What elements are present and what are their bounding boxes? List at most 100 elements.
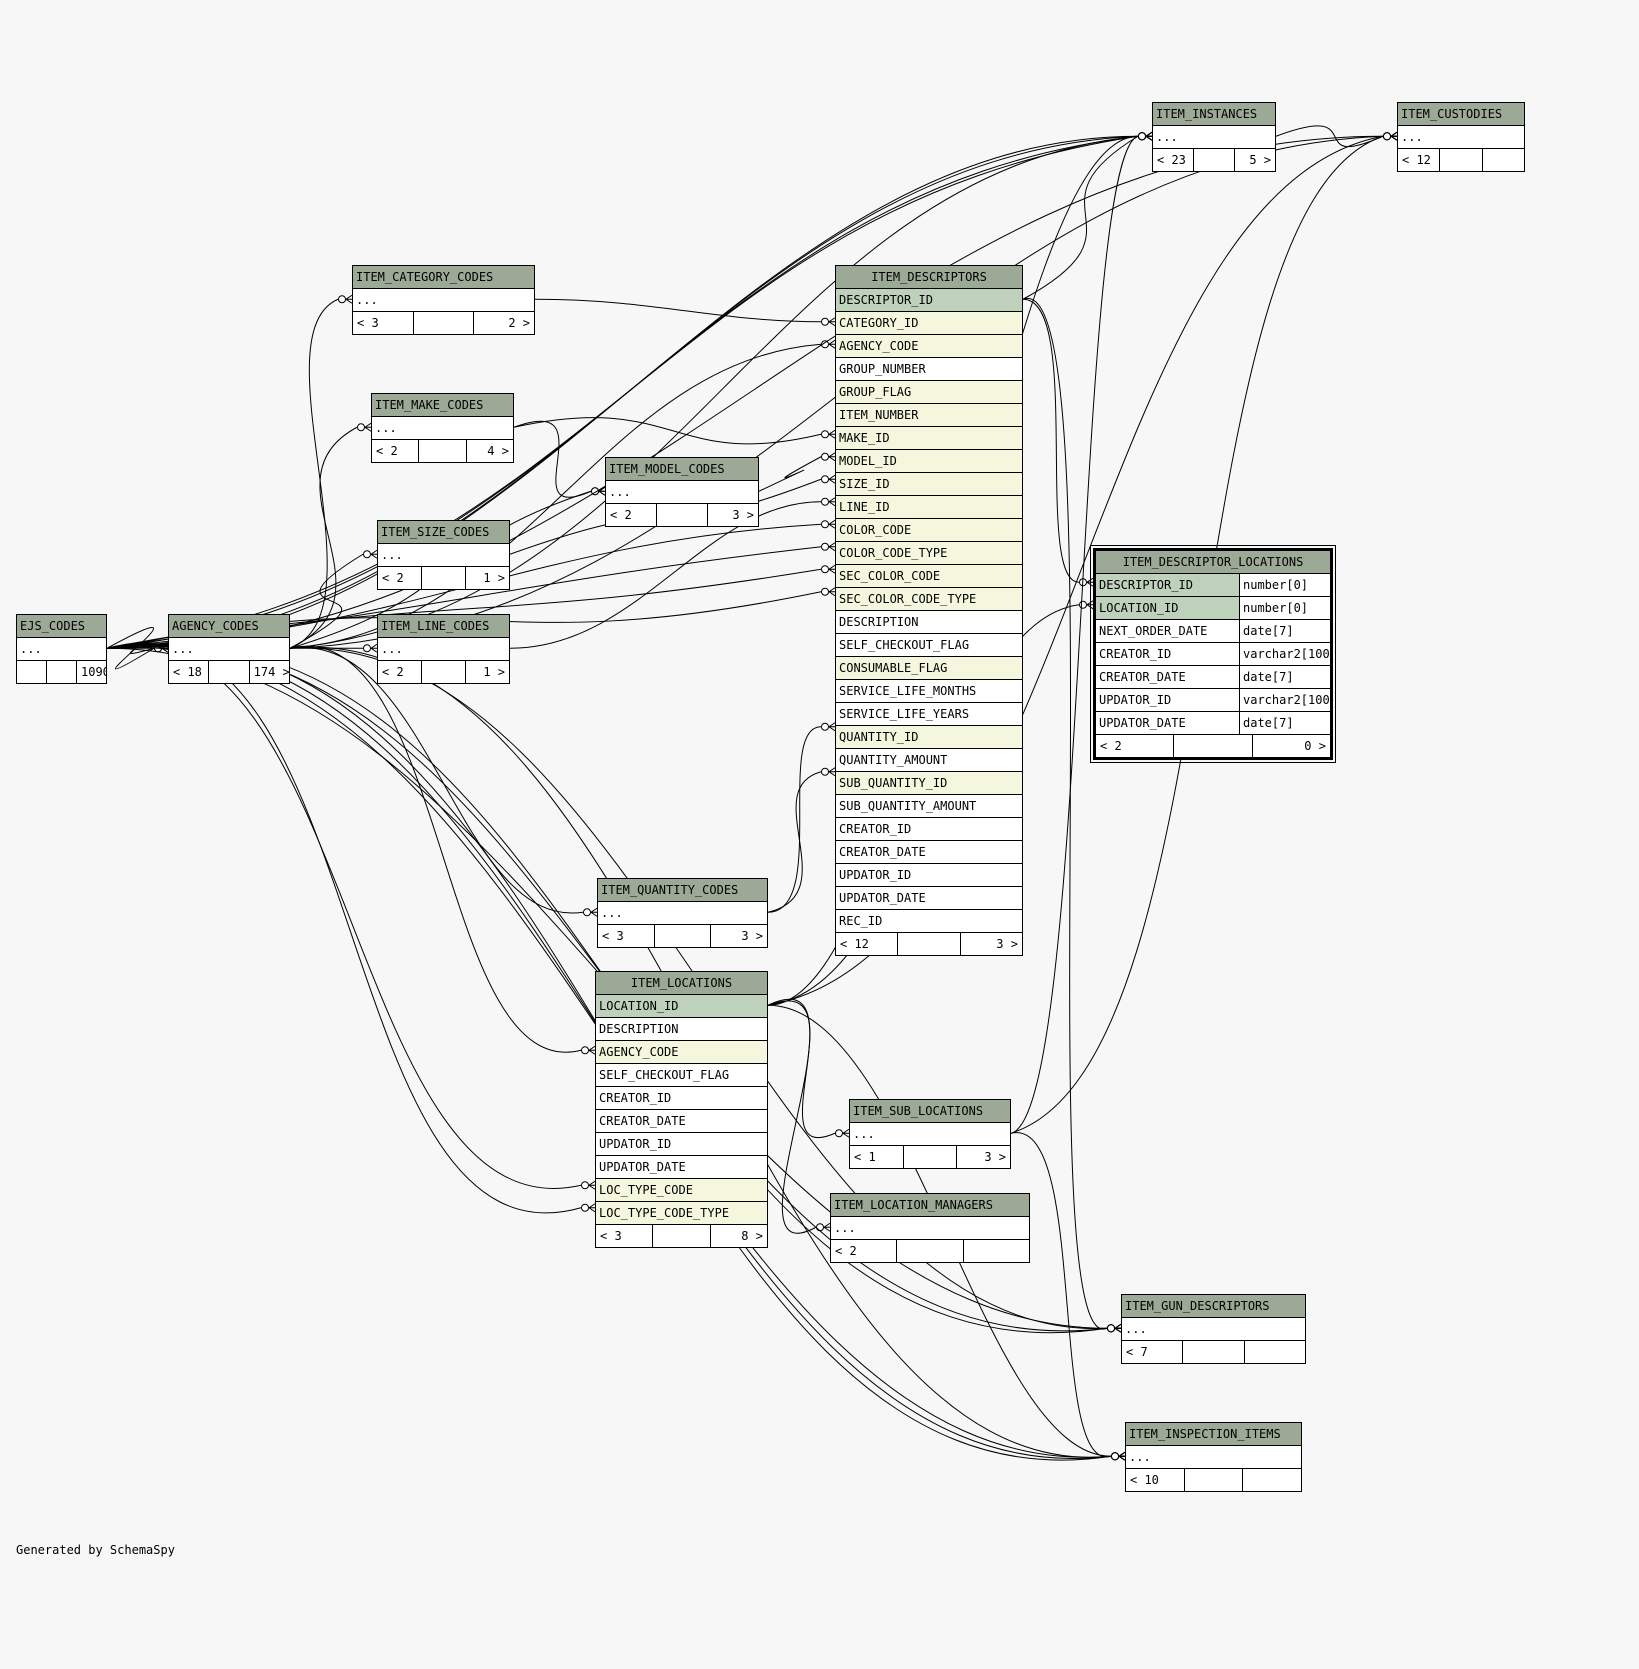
- parents-count-link[interactable]: < 3: [353, 312, 414, 334]
- table-item-quantity-codes[interactable]: ITEM_QUANTITY_CODES...< 3 3 >: [597, 878, 768, 948]
- column-row[interactable]: SUB_QUANTITY_ID: [836, 772, 1022, 795]
- table-title[interactable]: AGENCY_CODES: [169, 615, 289, 638]
- column-row[interactable]: SERVICE_LIFE_MONTHS: [836, 680, 1022, 703]
- column-row[interactable]: UPDATOR_ID: [596, 1133, 767, 1156]
- table-item-location-managers[interactable]: ITEM_LOCATION_MANAGERS...< 2: [830, 1193, 1030, 1263]
- column-row[interactable]: GROUP_FLAG: [836, 381, 1022, 404]
- children-count-link[interactable]: 1 >: [483, 665, 505, 679]
- parents-count-link[interactable]: < 2: [372, 440, 420, 462]
- collapsed-columns[interactable]: ...: [353, 289, 534, 312]
- children-count-link[interactable]: 2 >: [508, 316, 531, 330]
- children-count-link[interactable]: [1243, 1469, 1301, 1491]
- table-item-size-codes[interactable]: ITEM_SIZE_CODES...< 2 1 >: [377, 520, 510, 590]
- table-title[interactable]: ITEM_DESCRIPTORS: [836, 266, 1022, 289]
- column-row[interactable]: GROUP_NUMBER: [836, 358, 1022, 381]
- column-row[interactable]: SERVICE_LIFE_YEARS: [836, 703, 1022, 726]
- parents-count-link[interactable]: < 18: [169, 661, 210, 683]
- table-title[interactable]: ITEM_CUSTODIES: [1398, 103, 1524, 126]
- column-row[interactable]: CREATOR_ID: [596, 1087, 767, 1110]
- collapsed-columns[interactable]: ...: [169, 638, 289, 661]
- children-count-link[interactable]: 0 >: [1304, 739, 1326, 753]
- column-row[interactable]: LINE_ID: [836, 496, 1022, 519]
- column-row[interactable]: SIZE_ID: [836, 473, 1022, 496]
- parents-count-link[interactable]: < 12: [836, 933, 899, 955]
- parents-count-link[interactable]: < 2: [378, 567, 422, 589]
- column-row[interactable]: AGENCY_CODE: [836, 335, 1022, 358]
- children-count-link[interactable]: 3 >: [732, 508, 754, 522]
- table-agency-codes[interactable]: AGENCY_CODES...< 18 174 >: [168, 614, 290, 684]
- parents-count-link[interactable]: < 23: [1153, 149, 1194, 171]
- table-title[interactable]: ITEM_MODEL_CODES: [606, 458, 758, 481]
- parents-count-link[interactable]: < 3: [598, 925, 655, 947]
- column-row[interactable]: CATEGORY_ID: [836, 312, 1022, 335]
- table-item-line-codes[interactable]: ITEM_LINE_CODES...< 2 1 >: [377, 614, 510, 684]
- parents-count-link[interactable]: < 7: [1122, 1341, 1184, 1363]
- collapsed-columns[interactable]: ...: [1122, 1318, 1305, 1341]
- children-count-link[interactable]: 1 >: [483, 571, 505, 585]
- column-row[interactable]: LOCATION_ID: [596, 995, 767, 1018]
- table-title[interactable]: EJS_CODES: [17, 615, 106, 638]
- collapsed-columns[interactable]: ...: [598, 902, 767, 925]
- collapsed-columns[interactable]: ...: [1398, 126, 1524, 149]
- table-ejs-codes[interactable]: EJS_CODES... 1090 >: [16, 614, 107, 684]
- column-row[interactable]: SEC_COLOR_CODE: [836, 565, 1022, 588]
- parents-count-link[interactable]: < 2: [378, 661, 422, 683]
- column-row[interactable]: ITEM_NUMBER: [836, 404, 1022, 427]
- table-title[interactable]: ITEM_LOCATION_MANAGERS: [831, 1194, 1029, 1217]
- column-row[interactable]: SEC_COLOR_CODE_TYPE: [836, 588, 1022, 611]
- collapsed-columns[interactable]: ...: [378, 544, 509, 567]
- children-count-link[interactable]: 5 >: [1249, 153, 1271, 167]
- parents-count-link[interactable]: < 2: [1096, 735, 1175, 757]
- column-row[interactable]: CREATOR_ID: [836, 818, 1022, 841]
- column-row[interactable]: DESCRIPTION: [596, 1018, 767, 1041]
- collapsed-columns[interactable]: ...: [1153, 126, 1275, 149]
- column-row[interactable]: UPDATOR_DATE: [836, 887, 1022, 910]
- column-row[interactable]: DESCRIPTION: [836, 611, 1022, 634]
- table-title[interactable]: ITEM_INSTANCES: [1153, 103, 1275, 126]
- table-item-gun-descriptors[interactable]: ITEM_GUN_DESCRIPTORS...< 7: [1121, 1294, 1306, 1364]
- table-title[interactable]: ITEM_DESCRIPTOR_LOCATIONS: [1096, 551, 1330, 574]
- collapsed-columns[interactable]: ...: [831, 1217, 1029, 1240]
- table-title[interactable]: ITEM_LINE_CODES: [378, 615, 509, 638]
- children-count-link[interactable]: 1090 >: [81, 665, 106, 679]
- table-title[interactable]: ITEM_MAKE_CODES: [372, 394, 513, 417]
- table-title[interactable]: ITEM_LOCATIONS: [596, 972, 767, 995]
- collapsed-columns[interactable]: ...: [606, 481, 758, 504]
- collapsed-columns[interactable]: ...: [378, 638, 509, 661]
- parents-count-link[interactable]: < 10: [1126, 1469, 1185, 1491]
- parents-count-link[interactable]: < 1: [850, 1146, 904, 1168]
- column-row[interactable]: CONSUMABLE_FLAG: [836, 657, 1022, 680]
- column-row[interactable]: MODEL_ID: [836, 450, 1022, 473]
- column-row[interactable]: AGENCY_CODE: [596, 1041, 767, 1064]
- collapsed-columns[interactable]: ...: [372, 417, 513, 440]
- column-row[interactable]: CREATOR_DATE: [836, 841, 1022, 864]
- parents-count-link[interactable]: < 3: [596, 1225, 654, 1247]
- column-row[interactable]: UPDATOR_DATE: [596, 1156, 767, 1179]
- column-row[interactable]: LOC_TYPE_CODE_TYPE: [596, 1202, 767, 1225]
- children-count-link[interactable]: 174 >: [253, 665, 289, 679]
- column-row[interactable]: QUANTITY_AMOUNT: [836, 749, 1022, 772]
- table-title[interactable]: ITEM_SIZE_CODES: [378, 521, 509, 544]
- table-title[interactable]: ITEM_GUN_DESCRIPTORS: [1122, 1295, 1305, 1318]
- children-count-link[interactable]: [964, 1240, 1029, 1262]
- column-row[interactable]: QUANTITY_ID: [836, 726, 1022, 749]
- children-count-link[interactable]: 3 >: [996, 937, 1018, 951]
- table-title[interactable]: ITEM_SUB_LOCATIONS: [850, 1100, 1010, 1123]
- column-row[interactable]: REC_ID: [836, 910, 1022, 933]
- children-count-link[interactable]: 3 >: [741, 929, 764, 943]
- parents-count-link[interactable]: < 2: [831, 1240, 898, 1262]
- collapsed-columns[interactable]: ...: [850, 1123, 1010, 1146]
- table-title[interactable]: ITEM_QUANTITY_CODES: [598, 879, 767, 902]
- collapsed-columns[interactable]: ...: [17, 638, 106, 661]
